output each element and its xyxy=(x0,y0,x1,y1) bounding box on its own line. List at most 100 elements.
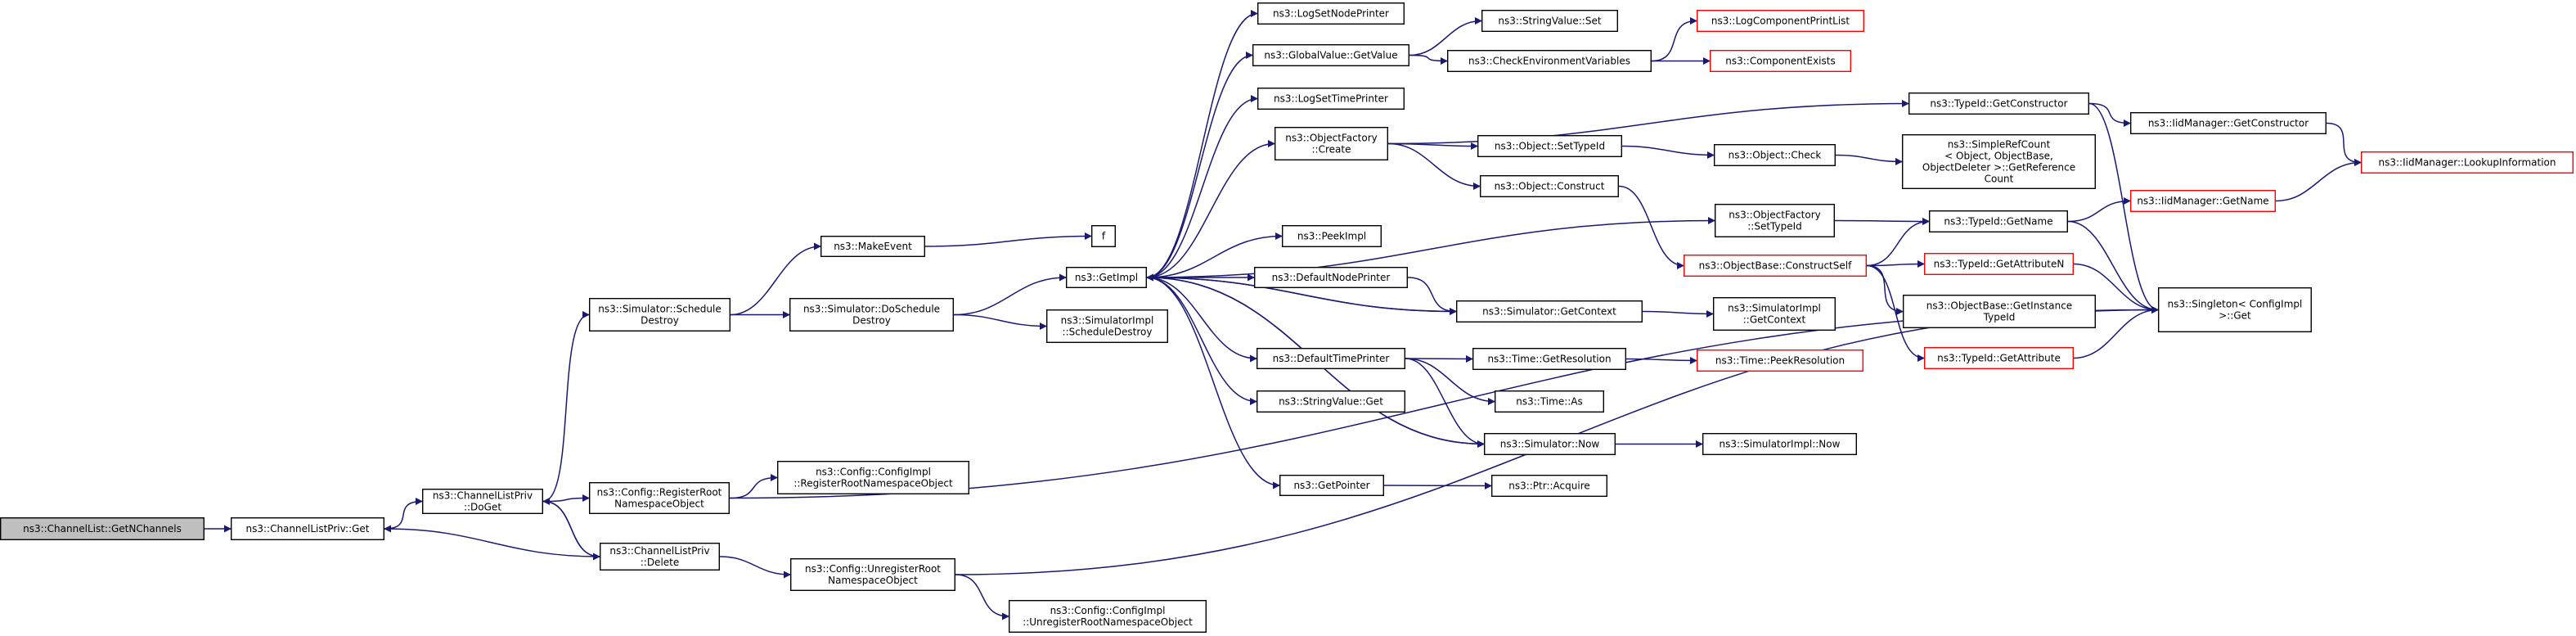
node-label: NamespaceObject xyxy=(614,498,704,510)
node-globalValueGet[interactable]: ns3::GlobalValue::GetValue xyxy=(1252,44,1409,67)
edge-typeIdGetCtor-to-singletonGet xyxy=(2088,102,2159,313)
node-simNow[interactable]: ns3::Simulator::Now xyxy=(1483,433,1616,456)
edge-getPointer-to-ptrAcquire xyxy=(1383,481,1492,489)
node-doget[interactable]: ns3::ChannelListPriv::DoGet xyxy=(422,489,544,515)
node-box xyxy=(777,461,970,495)
node-defaultTimePrinter[interactable]: ns3::DefaultTimePrinter xyxy=(1256,348,1405,370)
node-box xyxy=(1472,348,1626,371)
node-typeIdGetCtor[interactable]: ns3::TypeId::GetConstructor xyxy=(1908,92,2089,115)
node-objCheck[interactable]: ns3::Object::Check xyxy=(1713,143,1836,166)
node-logSetTimePrinter[interactable]: ns3::LogSetTimePrinter xyxy=(1257,87,1405,110)
node-box xyxy=(1008,600,1207,634)
node-box xyxy=(1477,134,1622,157)
node-box xyxy=(1713,143,1836,166)
edge-objCheck-to-simpleRefCount xyxy=(1835,154,1903,165)
node-objFactorySetTypeId[interactable]: ns3::ObjectFactory::SetTypeId xyxy=(1714,203,1835,237)
node-timeGetRes[interactable]: ns3::Time::GetResolution xyxy=(1472,348,1626,371)
node-singletonGet[interactable]: ns3::Singleton< ConfigImpl>::Get xyxy=(2157,287,2312,333)
node-timePeekRes[interactable]: ns3::Time::PeekResolution xyxy=(1696,350,1863,372)
node-label: ns3::TypeId::GetName xyxy=(1944,216,2052,228)
node-defaultNodePrinter[interactable]: ns3::DefaultNodePrinter xyxy=(1253,267,1408,289)
node-objFactoryCreate[interactable]: ns3::ObjectFactory::Create xyxy=(1274,126,1388,160)
node-label: ns3::GetPointer xyxy=(1293,480,1369,491)
node-box xyxy=(1490,475,1607,498)
node-stringValueGet[interactable]: ns3::StringValue::Get xyxy=(1256,390,1405,413)
node-schedDestroy[interactable]: ns3::Simulator::ScheduleDestroy xyxy=(589,298,731,332)
node-box xyxy=(1923,347,2074,370)
node-typeIdGetAttr[interactable]: ns3::TypeId::GetAttribute xyxy=(1923,347,2074,370)
node-label: ns3::Object::Check xyxy=(1729,150,1822,161)
node-cfgImplUnreg[interactable]: ns3::Config::ConfigImpl::UnregisterRootN… xyxy=(1008,600,1207,634)
node-iidMgrLookupInfo[interactable]: ns3::IidManager::LookupInformation xyxy=(2360,151,2574,174)
node-peekImpl[interactable]: ns3::PeekImpl xyxy=(1281,225,1382,248)
node-getImpl[interactable]: ns3::GetImpl xyxy=(1065,267,1147,289)
node-simImplGetContext[interactable]: ns3::SimulatorImpl::GetContext xyxy=(1712,297,1836,332)
node-logSetNodePrinter[interactable]: ns3::LogSetNodePrinter xyxy=(1257,2,1405,25)
node-label: ::Create xyxy=(1312,144,1351,156)
node-simGetContext[interactable]: ns3::Simulator::GetContext xyxy=(1455,300,1643,323)
node-box xyxy=(1256,390,1405,413)
node-root[interactable]: ns3::ChannelList::GetNChannels xyxy=(0,517,205,541)
node-simpleRefCount[interactable]: ns3::SimpleRefCount< Object, ObjectBase,… xyxy=(1901,133,2096,189)
node-label: ns3::Ptr::Acquire xyxy=(1508,480,1590,492)
node-label: ns3::Config::ConfigImpl xyxy=(816,467,931,478)
node-cfgImplReg[interactable]: ns3::Config::ConfigImpl::RegisterRootNam… xyxy=(777,461,970,495)
node-unregRoot[interactable]: ns3::Config::UnregisterRootNamespaceObje… xyxy=(790,558,956,592)
node-box xyxy=(1274,126,1388,160)
node-box xyxy=(1683,255,1867,277)
node-label: ns3::DefaultTimePrinter xyxy=(1273,353,1390,364)
node-box xyxy=(2129,111,2326,134)
edge-objBaseConstructSelf-to-objBaseGetInstTypeId xyxy=(1866,264,1904,315)
edge-getImpl-to-objFactoryCreate xyxy=(1146,140,1275,278)
edge-timeGetRes-to-timePeekRes xyxy=(1625,356,1697,364)
node-label: ::RegisterRootNamespaceObject xyxy=(793,478,953,489)
node-objSetTypeId[interactable]: ns3::Object::SetTypeId xyxy=(1477,134,1622,157)
edge-objFactoryCreate-to-objConstruct xyxy=(1387,142,1481,190)
edge-iidMgrGetName-to-iidMgrLookupInfo xyxy=(2275,159,2362,202)
node-timeAs[interactable]: ns3::Time::As xyxy=(1494,390,1604,413)
node-objConstruct[interactable]: ns3::Object::Construct xyxy=(1479,174,1619,197)
node-typeIdGetAttrN[interactable]: ns3::TypeId::GetAttributeN xyxy=(1923,253,2074,276)
node-label: ns3::Simulator::Now xyxy=(1500,439,1600,450)
node-label: f xyxy=(1102,231,1106,242)
edge-regRoot-to-cfgImplReg xyxy=(729,474,778,499)
node-box xyxy=(422,489,544,515)
node-stringValueSet[interactable]: ns3::StringValue::Set xyxy=(1481,9,1618,33)
node-typeIdGetName[interactable]: ns3::TypeId::GetName xyxy=(1928,210,2068,233)
node-clpget[interactable]: ns3::ChannelListPriv::Get xyxy=(231,517,385,541)
node-label: ns3::TypeId::GetAttributeN xyxy=(1934,259,2065,270)
node-box xyxy=(1696,9,1864,33)
node-simImplNow[interactable]: ns3::SimulatorImpl::Now xyxy=(1702,433,1857,456)
node-logCompPrintList[interactable]: ns3::LogComponentPrintList xyxy=(1696,9,1864,33)
node-box xyxy=(589,482,731,515)
node-iidMgrGetName[interactable]: ns3::IidManager::GetName xyxy=(2129,189,2276,212)
edge-objConstruct-to-objBaseConstructSelf xyxy=(1618,185,1684,269)
node-makeEvent[interactable]: ns3::MakeEvent xyxy=(820,236,926,258)
node-ptrAcquire[interactable]: ns3::Ptr::Acquire xyxy=(1490,475,1607,498)
node-componentExists[interactable]: ns3::ComponentExists xyxy=(1709,50,1851,73)
edge-getImpl-to-defaultTimePrinter xyxy=(1146,277,1257,363)
edge-regRoot-to-singletonGet xyxy=(729,306,2159,499)
node-f[interactable]: f xyxy=(1090,225,1116,248)
node-iidMgrGetCtor[interactable]: ns3::IidManager::GetConstructor xyxy=(2129,111,2326,134)
node-regRoot[interactable]: ns3::Config::RegisterRootNamespaceObject xyxy=(589,482,731,515)
node-label: ns3::Time::PeekResolution xyxy=(1715,355,1845,367)
edge-defaultTimePrinter-to-timeAs xyxy=(1405,358,1495,405)
node-simImplSchedDestroy[interactable]: ns3::SimulatorImpl::ScheduleDestroy xyxy=(1045,309,1168,344)
node-checkEnvVars[interactable]: ns3::CheckEnvironmentVariables xyxy=(1446,50,1652,73)
edge-clpDelete-to-clpget xyxy=(384,525,600,557)
node-label: ns3::Object::Construct xyxy=(1495,181,1605,192)
node-clpDelete[interactable]: ns3::ChannelListPriv::Delete xyxy=(600,543,721,571)
edge-getImpl-to-logSetTimePrinter xyxy=(1146,95,1258,278)
node-box xyxy=(2129,189,2276,212)
node-label: ns3::Time::As xyxy=(1516,396,1583,408)
node-label: ns3::Singleton< ConfigImpl xyxy=(2168,299,2303,310)
edge-typeIdGetCtor-to-iidMgrGetCtor xyxy=(2088,102,2131,127)
node-box xyxy=(820,236,926,258)
node-getPointer[interactable]: ns3::GetPointer xyxy=(1279,475,1384,497)
node-objBaseConstructSelf[interactable]: ns3::ObjectBase::ConstructSelf xyxy=(1683,255,1867,277)
node-label: ns3::Simulator::GetContext xyxy=(1482,306,1616,318)
edge-objBaseConstructSelf-to-typeIdGetName xyxy=(1866,218,1930,267)
